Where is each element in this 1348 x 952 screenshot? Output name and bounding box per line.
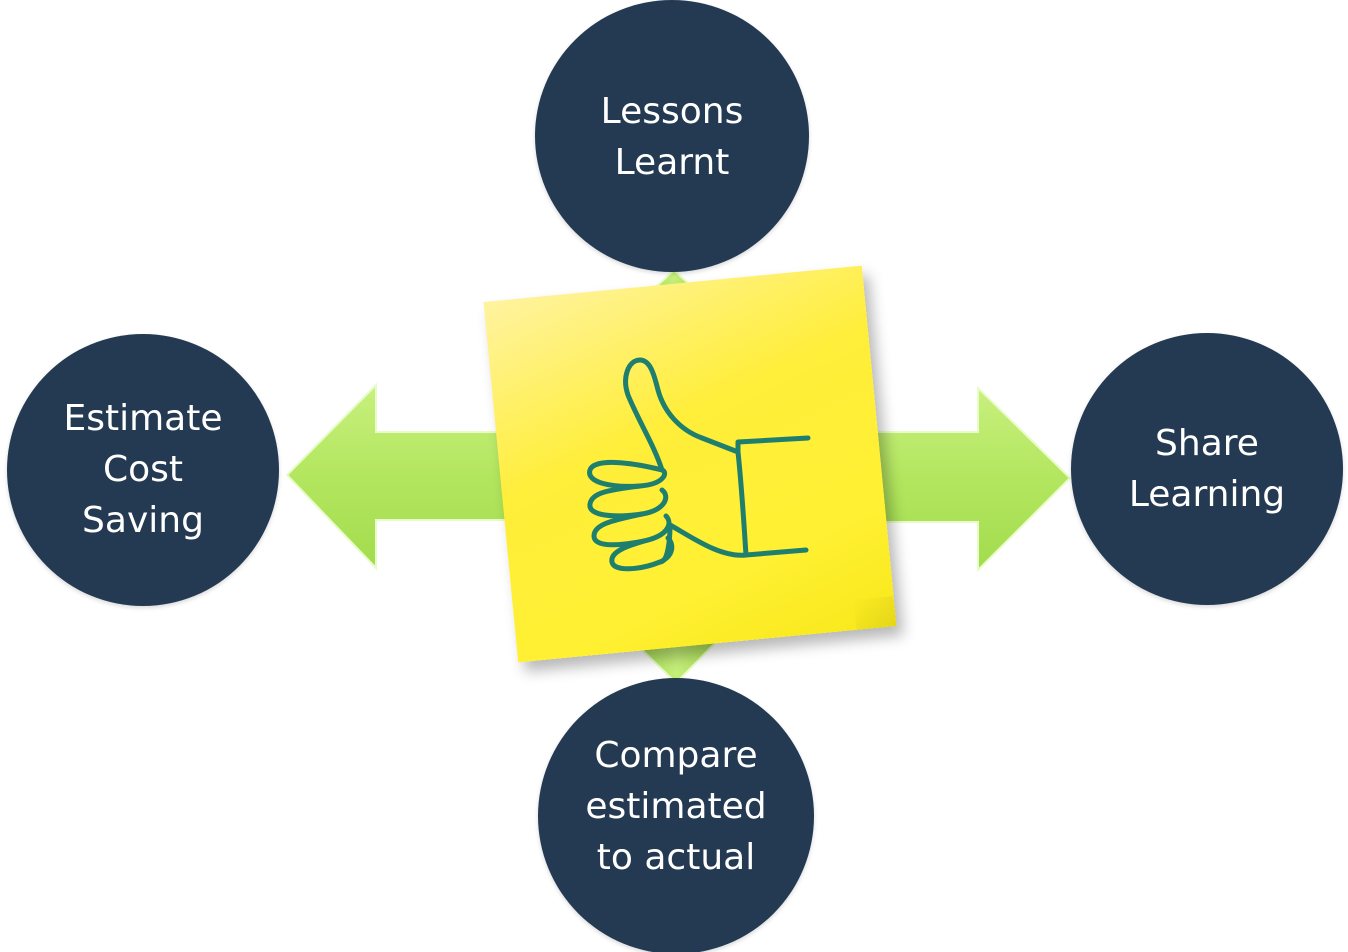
- left-arrow: [285, 382, 516, 571]
- node-label: Share Learning: [1128, 423, 1286, 515]
- node-label: Compare estimated to actual: [585, 734, 767, 878]
- node-share-learning: Share Learning: [1071, 333, 1343, 605]
- thumbs-up-icon: [587, 357, 811, 572]
- node-estimate-cost-saving: Estimate Cost Saving: [7, 334, 279, 606]
- node-compare-estimated-to-actual: Compare estimated to actual: [538, 678, 814, 952]
- node-label: Estimate Cost Saving: [63, 397, 223, 541]
- node-label: Lessons Learnt: [600, 91, 744, 183]
- node-lessons-learnt: Lessons Learnt: [535, 0, 809, 272]
